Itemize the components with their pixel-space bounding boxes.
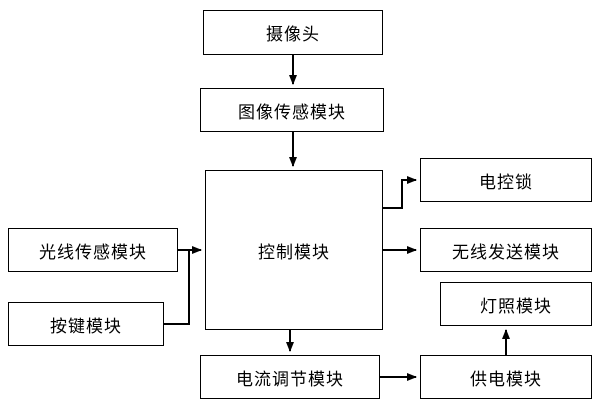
node-electronic-lock-label: 电控锁 (479, 172, 533, 193)
node-wireless-transmit-label: 无线发送模块 (452, 242, 560, 263)
node-power-supply-label: 供电模块 (470, 369, 542, 390)
node-current-adjust[interactable]: 电流调节模块 (200, 355, 380, 399)
node-camera-label: 摄像头 (266, 25, 320, 45)
node-light-sensor-label: 光线传感模块 (39, 242, 147, 263)
node-wireless-transmit[interactable]: 无线发送模块 (420, 228, 592, 272)
node-image-sensor[interactable]: 图像传感模块 (200, 88, 384, 132)
node-lighting-module[interactable]: 灯照模块 (440, 282, 592, 326)
edge-control-to-e-lock (383, 176, 417, 209)
node-control[interactable]: 控制模块 (205, 170, 383, 330)
node-key-module[interactable]: 按键模块 (8, 302, 164, 346)
node-power-supply[interactable]: 供电模块 (420, 355, 592, 399)
node-image-sensor-label: 图像传感模块 (238, 102, 346, 123)
node-light-sensor[interactable]: 光线传感模块 (8, 228, 178, 272)
node-camera[interactable]: 摄像头 (203, 10, 383, 55)
node-key-module-label: 按键模块 (50, 316, 122, 337)
node-lighting-module-label: 灯照模块 (480, 296, 552, 317)
node-current-adjust-label: 电流调节模块 (236, 369, 344, 390)
node-electronic-lock[interactable]: 电控锁 (420, 158, 592, 202)
node-control-label: 控制模块 (258, 242, 330, 263)
